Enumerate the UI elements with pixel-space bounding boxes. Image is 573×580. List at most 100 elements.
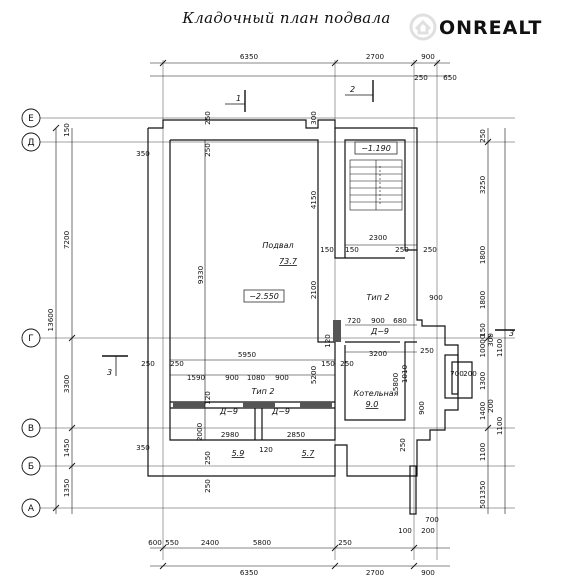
dim-top-250: 250 xyxy=(414,73,428,82)
svg-text:50: 50 xyxy=(478,499,487,509)
stair-wall xyxy=(334,128,417,259)
svg-text:100: 100 xyxy=(398,526,412,535)
dim-bottom-2700: 2700 xyxy=(366,568,385,577)
svg-text:700: 700 xyxy=(450,369,464,378)
svg-text:120: 120 xyxy=(259,445,273,454)
svg-text:2300: 2300 xyxy=(369,233,388,242)
grid-bubble-a: А xyxy=(21,498,41,518)
svg-text:1100: 1100 xyxy=(495,338,504,357)
svg-text:150: 150 xyxy=(321,359,335,368)
dim-top-2700: 2700 xyxy=(366,52,385,61)
lintel-label-2: Тип 2 xyxy=(252,387,275,396)
drawing-title: Кладочный план подвала xyxy=(182,9,391,27)
svg-text:900: 900 xyxy=(429,293,443,302)
svg-text:2400: 2400 xyxy=(201,538,220,547)
svg-text:250: 250 xyxy=(203,111,212,125)
svg-text:9330: 9330 xyxy=(196,265,205,284)
svg-text:3300: 3300 xyxy=(62,374,71,393)
svg-text:250: 250 xyxy=(423,245,437,254)
watermark: ONREALT xyxy=(409,13,542,41)
lintel-hatches xyxy=(173,320,341,408)
svg-text:1450: 1450 xyxy=(62,438,71,457)
pier xyxy=(409,465,417,515)
svg-text:13600: 13600 xyxy=(46,308,55,331)
grid-bubble-d: Д xyxy=(21,132,41,152)
svg-text:250: 250 xyxy=(170,359,184,368)
svg-text:250: 250 xyxy=(338,538,352,547)
svg-text:1350: 1350 xyxy=(478,480,487,499)
section-label-2: 2 xyxy=(350,85,355,94)
staircase xyxy=(349,159,403,211)
svg-text:1800: 1800 xyxy=(478,245,487,264)
grid-bubble-v: В xyxy=(21,418,41,438)
svg-text:А: А xyxy=(28,504,35,514)
svg-text:250: 250 xyxy=(395,245,409,254)
svg-text:200: 200 xyxy=(421,526,435,535)
svg-text:1590: 1590 xyxy=(187,373,206,382)
svg-text:150: 150 xyxy=(320,245,334,254)
door-label-2: Д−9 xyxy=(219,407,238,416)
svg-text:900: 900 xyxy=(225,373,239,382)
svg-text:720: 720 xyxy=(347,316,361,325)
svg-text:250: 250 xyxy=(141,359,155,368)
door-label-1: Д−9 xyxy=(370,327,389,336)
grid-lines xyxy=(40,60,515,560)
svg-text:1300: 1300 xyxy=(478,371,487,390)
svg-text:150: 150 xyxy=(478,323,487,337)
svg-text:Д: Д xyxy=(27,138,34,148)
svg-text:250: 250 xyxy=(478,129,487,143)
svg-text:2100: 2100 xyxy=(309,280,318,299)
grid-bubble-e: Е xyxy=(21,108,41,128)
dim-top-650: 650 xyxy=(443,73,457,82)
section-label-3-left: 3 xyxy=(107,368,112,377)
svg-text:3200: 3200 xyxy=(369,349,388,358)
svg-text:3250: 3250 xyxy=(478,175,487,194)
svg-text:Г: Г xyxy=(28,334,34,344)
svg-text:5800: 5800 xyxy=(391,372,400,391)
svg-text:680: 680 xyxy=(393,316,407,325)
svg-text:150: 150 xyxy=(62,123,71,137)
svg-text:250: 250 xyxy=(203,479,212,493)
svg-text:900: 900 xyxy=(275,373,289,382)
svg-text:Б: Б xyxy=(28,462,34,472)
svg-text:250: 250 xyxy=(420,346,434,355)
svg-text:1400: 1400 xyxy=(478,401,487,420)
dimension-texts: 6350 2700 900 250 650 600 550 2400 5800 … xyxy=(46,52,504,577)
section-label-1: 1 xyxy=(236,94,241,103)
svg-text:2000: 2000 xyxy=(195,422,204,441)
svg-text:200: 200 xyxy=(486,399,495,413)
svg-text:В: В xyxy=(28,424,34,434)
dim-bottom-6350: 6350 xyxy=(240,568,259,577)
svg-text:4150: 4150 xyxy=(309,190,318,209)
svg-text:5950: 5950 xyxy=(238,350,257,359)
svg-text:350: 350 xyxy=(136,149,150,158)
room-area-boiler: 9.0 xyxy=(366,400,379,409)
svg-text:200: 200 xyxy=(463,369,477,378)
watermark-text: ONREALT xyxy=(439,17,542,39)
level-basement: −2.550 xyxy=(249,292,279,301)
svg-text:700: 700 xyxy=(425,515,439,524)
svg-text:2850: 2850 xyxy=(287,430,306,439)
dim-bottom-900: 900 xyxy=(421,568,435,577)
level-stair: −1.190 xyxy=(361,144,391,153)
grid-bubble-b: Б xyxy=(21,456,41,476)
svg-text:250: 250 xyxy=(203,451,212,465)
svg-text:900: 900 xyxy=(371,316,385,325)
room-area-2: 5.7 xyxy=(302,449,316,458)
dim-top-900: 900 xyxy=(421,52,435,61)
svg-text:250: 250 xyxy=(398,438,407,452)
svg-text:120: 120 xyxy=(323,334,332,348)
dimension-lines xyxy=(52,59,506,570)
svg-text:900: 900 xyxy=(417,401,426,415)
svg-text:300: 300 xyxy=(309,111,318,125)
house-logo-icon xyxy=(409,13,437,41)
svg-text:250: 250 xyxy=(203,143,212,157)
basement-level-box xyxy=(243,289,285,303)
svg-text:150: 150 xyxy=(345,245,359,254)
svg-text:1010: 1010 xyxy=(400,364,409,383)
lintel-label-1: Тип 2 xyxy=(367,293,390,302)
svg-text:550: 550 xyxy=(165,538,179,547)
svg-text:1100: 1100 xyxy=(495,416,504,435)
